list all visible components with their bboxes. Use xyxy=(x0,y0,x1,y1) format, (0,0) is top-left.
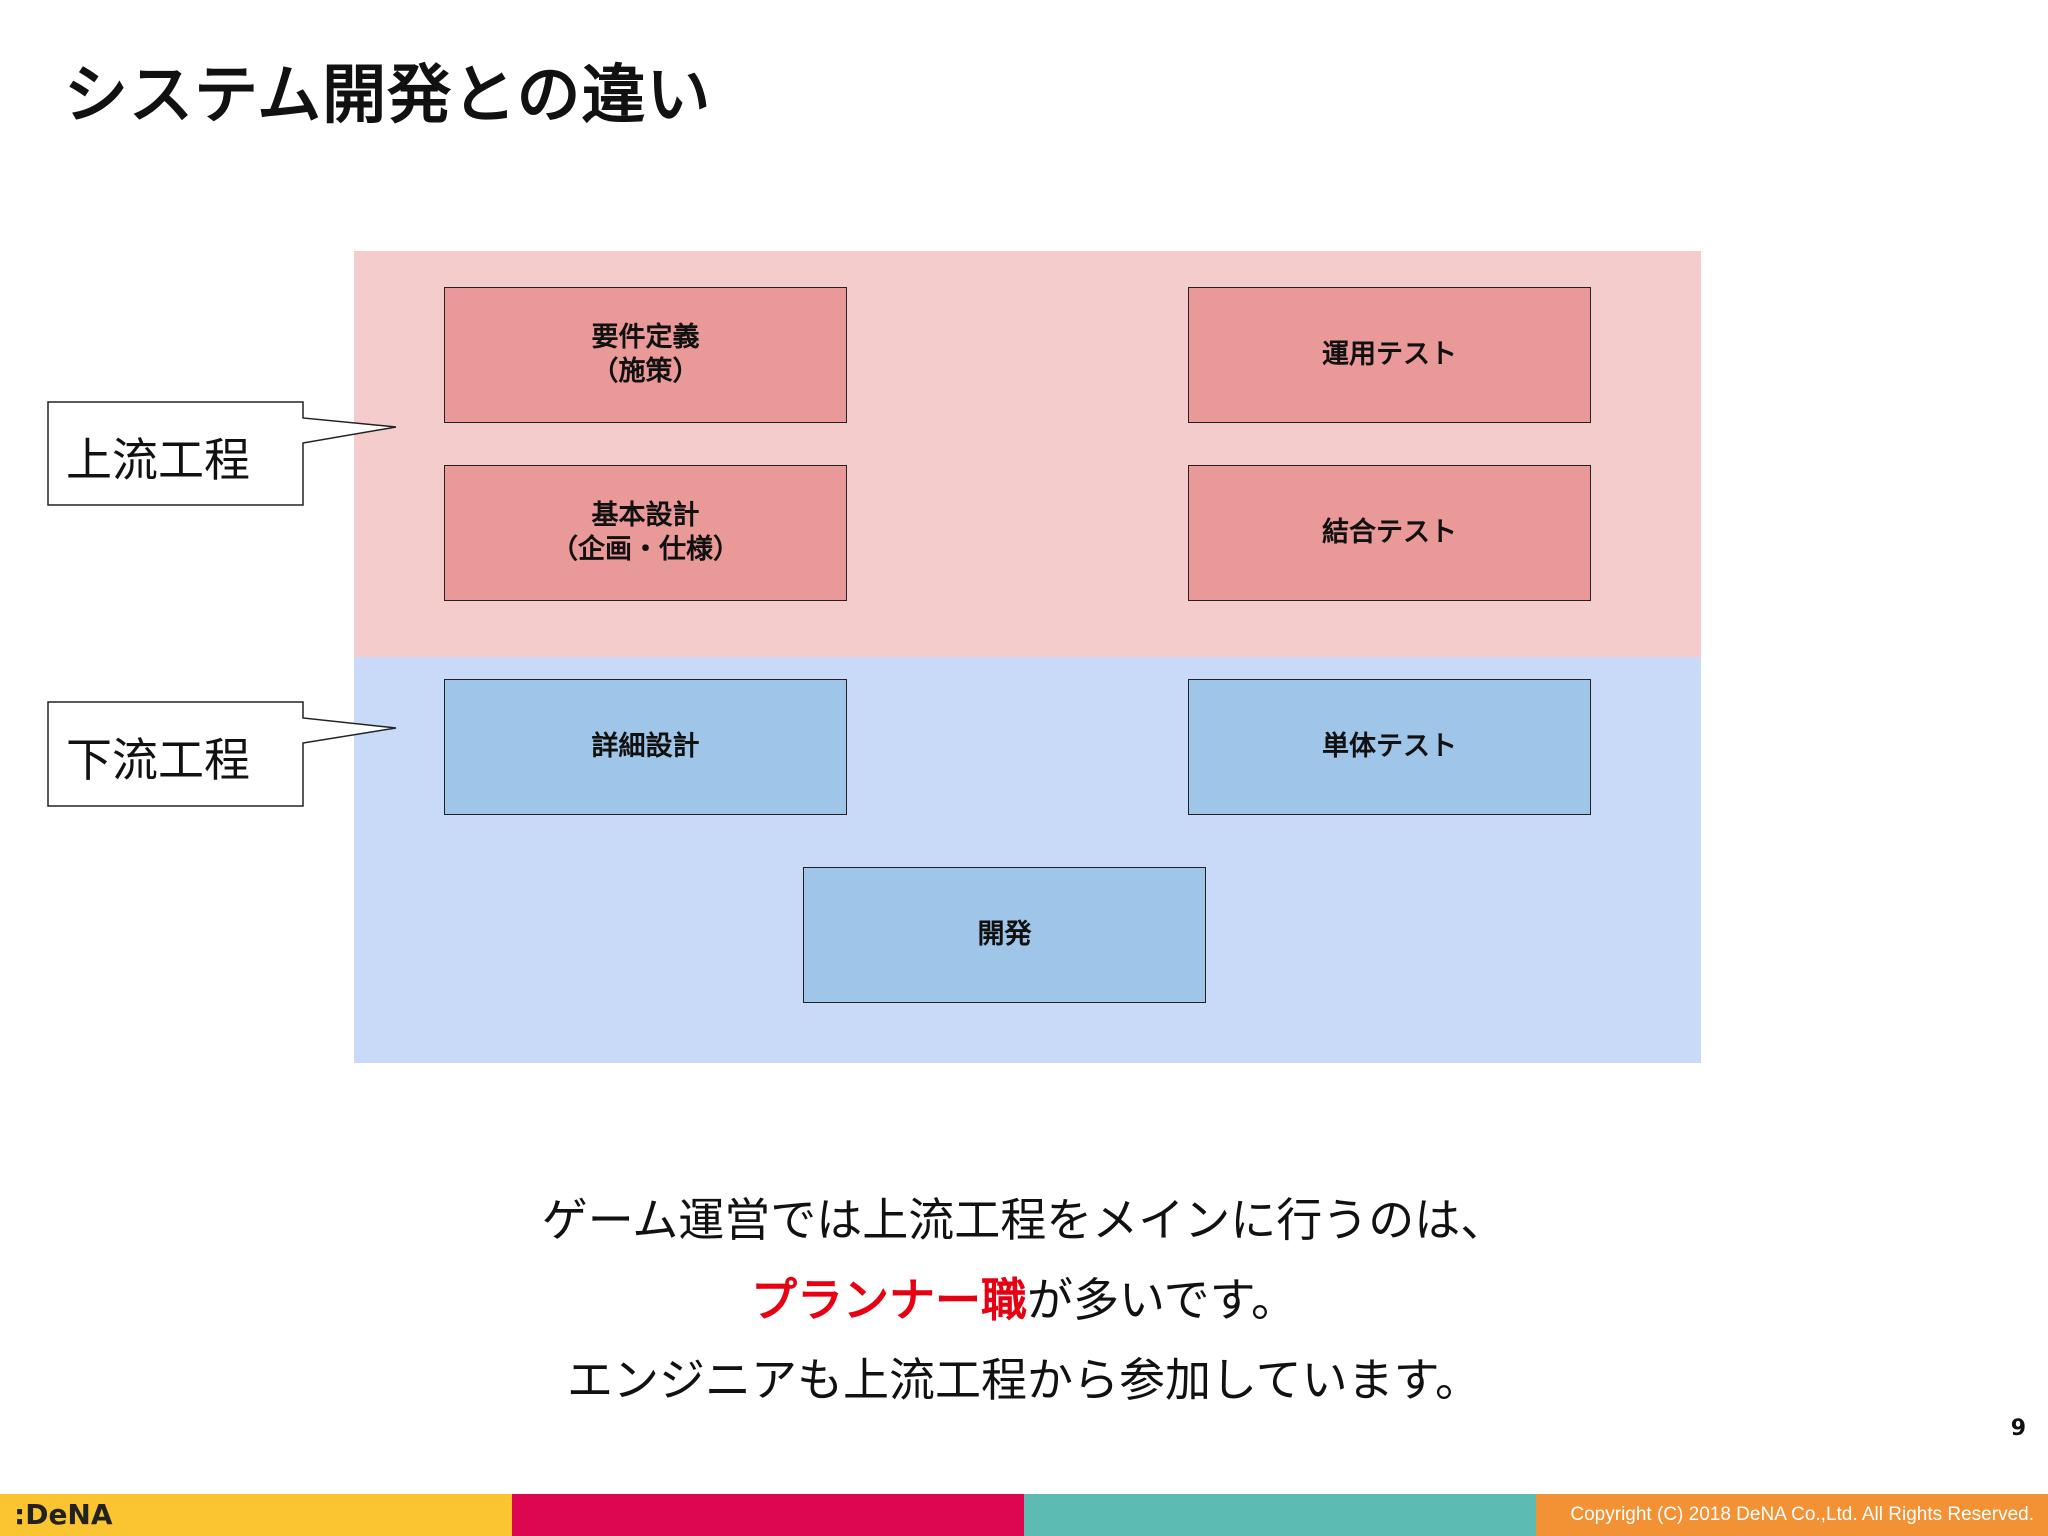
operation-test-box: 運用テスト xyxy=(1188,287,1591,423)
message-line-3: エンジニアも上流工程から参加しています。 xyxy=(566,1353,1482,1407)
basic-design-box: 基本設計 （企画・仕様） xyxy=(444,465,847,601)
unit-test-box: 単体テスト xyxy=(1188,679,1591,815)
footer-bar: :DeNA Copyright (C) 2018 DeNA Co.,Ltd. A… xyxy=(0,1494,2048,1536)
upper-callout-shape xyxy=(47,401,397,506)
integration-test-box: 結合テスト xyxy=(1188,465,1591,601)
slide-title: システム開発との違い xyxy=(64,59,712,133)
message-line-1: ゲーム運営では上流工程をメインに行うのは、 xyxy=(541,1193,1507,1247)
footer-segment-orange xyxy=(1536,1494,2048,1536)
lower-process-label: 下流工程 xyxy=(66,733,250,787)
footer-segment-magenta xyxy=(512,1494,1024,1536)
development-box: 開発 xyxy=(803,867,1206,1003)
requirements-box: 要件定義 （施策） xyxy=(444,287,847,423)
footer-segment-teal xyxy=(1024,1494,1536,1536)
detail-design-box: 詳細設計 xyxy=(444,679,847,815)
footer-segment-yellow xyxy=(0,1494,512,1536)
page-number: 9 xyxy=(2010,1416,2026,1441)
upper-process-label: 上流工程 xyxy=(66,433,250,487)
message-line-2: プランナー職が多いです。 xyxy=(0,1260,2048,1340)
dena-logo: :DeNA xyxy=(14,1498,113,1531)
lower-callout-shape xyxy=(47,701,397,807)
message-line-2-rest: が多いです。 xyxy=(1026,1273,1298,1327)
planner-highlight: プランナー職 xyxy=(750,1273,1027,1327)
copyright-text: Copyright (C) 2018 DeNA Co.,Ltd. All Rig… xyxy=(1570,1504,2034,1525)
